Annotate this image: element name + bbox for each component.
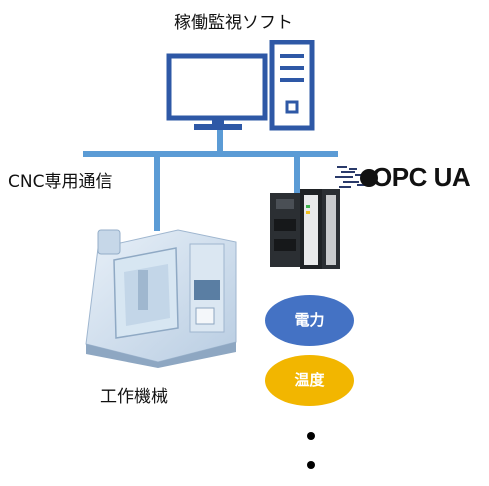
pc-drop-line — [217, 129, 223, 153]
ellipsis-dot — [307, 461, 315, 469]
machine-tool-label: 工作機械 — [100, 387, 168, 407]
opc-ua-text: OPC UA — [372, 162, 471, 192]
cnc-machine-icon — [85, 229, 237, 368]
network-bus-line — [83, 151, 338, 157]
opc-ua-logo — [335, 166, 378, 188]
power-data-badge: 電力 — [265, 295, 354, 346]
computer-icon — [166, 40, 315, 131]
controller-drop-line — [294, 153, 300, 193]
ellipsis-dot — [307, 432, 315, 440]
monitoring-software-label: 稼働監視ソフト — [174, 13, 293, 33]
machine-drop-line — [154, 153, 160, 231]
temperature-data-badge: 温度 — [265, 355, 354, 406]
plc-controller-icon — [270, 189, 340, 269]
cnc-communication-label: CNC専用通信 — [8, 172, 113, 192]
